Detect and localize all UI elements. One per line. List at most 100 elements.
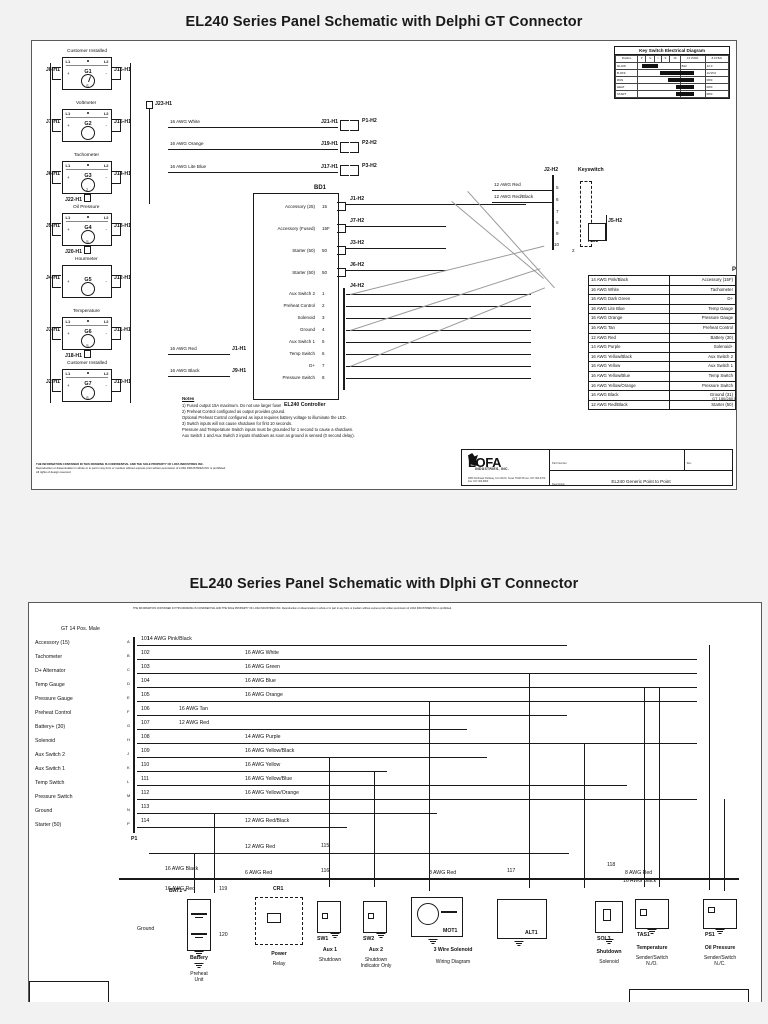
gt-pin-6: G (127, 723, 131, 728)
keyswitch-label: Keyswitch (578, 167, 604, 173)
key-th-0: Position (615, 55, 638, 63)
ps1-body (703, 899, 737, 929)
gauge-top-terminal-icon (87, 372, 89, 374)
controller-wire-1 (346, 226, 446, 227)
wire-label-8: 16 AWG Yellow/Black (245, 748, 295, 754)
cr1-coil-icon (267, 913, 281, 923)
notes-heading: Notes (182, 396, 195, 401)
node-num-5: 120 (219, 932, 228, 938)
connector-bracket-icon (52, 67, 61, 80)
keyswitch-conn-label: J2-H2 (544, 167, 559, 173)
gauge-divider (66, 117, 108, 118)
gauge-right-conn-g2: J15-H1 (114, 119, 132, 125)
controller-bus-sig-1: Preheat Control (283, 303, 315, 308)
controller-pin-num-1: 15F (322, 226, 330, 231)
controller-bus-num-5: 6 (322, 351, 325, 356)
gauge-pin-l2: L2 (103, 371, 109, 376)
p4-sig-5: Preheat Control (669, 322, 736, 334)
ps1-sub: Sender/Switch N./C. (703, 955, 737, 968)
connector-bracket-icon (52, 171, 61, 184)
bat1-plate-icon (191, 933, 207, 935)
gt-sig-12: Ground (35, 808, 53, 814)
brand-name: LOFA (468, 455, 502, 470)
controller-pin-sig-2: Starter (50) (292, 248, 315, 253)
field-key: Part Number (552, 462, 567, 465)
brand-subtitle: INDUSTRIES, INC. (475, 467, 509, 471)
controller-conn-1: J7-H2 (350, 218, 365, 224)
field-value: EL240 Generic Point to Point (611, 479, 671, 485)
harness-route (467, 191, 555, 289)
p4-sig-8: Aux Switch 2 (669, 351, 736, 363)
bat1-plate-icon (191, 913, 207, 915)
gt-pin-1: B (127, 653, 130, 658)
gauge-caption-g7: Customer Installed (67, 361, 107, 366)
key-pos-0: GLOW (615, 62, 638, 70)
controller-bus-conn: J4-H2 (350, 283, 365, 289)
controller-bus-sig-5: Temp Switch (289, 351, 315, 356)
p4-wire-11: 16 AWG Yellow/Orange (587, 380, 671, 392)
wire-label-17: 8 AWG Red (429, 870, 457, 876)
sw1-label: SW1 (317, 936, 329, 942)
connector-bracket-icon (52, 223, 61, 236)
sol3-caption: Shutdown (596, 949, 622, 955)
gt-num-1: 102 (141, 650, 150, 656)
p4-wire-9: 16 AWG Yellow (587, 361, 671, 372)
gauge-id: G3 (84, 173, 92, 179)
controller-bus-wire-7 (346, 378, 531, 379)
key-pos-2: RUN (615, 76, 638, 84)
power-rail-115 (149, 853, 569, 854)
key-table-header-row: Position P G I S 19 13 VORA 8.13 BAt (615, 55, 730, 63)
controller-bus-wire-2 (346, 318, 531, 319)
wire-label-14: 16 AWG Black (165, 866, 199, 872)
gauge-right-conn-g6: J11-H1 (114, 327, 131, 333)
gt-sig-2: D+ Alternator (35, 668, 66, 674)
gauge-divider (66, 169, 108, 170)
gt-num-11: 112 (141, 790, 150, 796)
controller-bus-sig-7: Pressure Switch (282, 375, 315, 380)
connector-bracket-icon (337, 202, 346, 211)
gauge-id: G5 (84, 277, 92, 283)
node-num-3: 118 (607, 862, 616, 868)
panel-wire-from-0: J21-H1 (320, 119, 338, 125)
controller-name: BD1 (314, 185, 327, 191)
gauge-top-terminal-icon (87, 216, 89, 218)
tas1-label: TAS1 (637, 932, 650, 938)
gt-wire-1 (137, 659, 697, 660)
table-row: Part Number Rev (550, 450, 732, 471)
connector-bracket-icon (350, 120, 359, 131)
gt-wire-9 (137, 771, 387, 772)
controller-bus-num-3: 4 (322, 327, 325, 332)
gt-pin-7: H (127, 737, 130, 742)
drop-wire-sw2 (374, 771, 375, 887)
gt-num-13: 114 (141, 818, 150, 824)
gt-pin-2: C (127, 667, 130, 672)
key-pos-4: START (615, 90, 638, 98)
gauge-minus: - (105, 175, 107, 180)
gauge-caption-g2: Voltmeter (76, 101, 97, 106)
gauge-minus: - (105, 383, 107, 388)
bottom-legend-box (29, 981, 109, 1002)
key-table-title: Key Switch Electrical Diagram (615, 47, 729, 55)
notes-line-0: 1) Fused output 15A maximum. Do not use … (182, 402, 282, 408)
gauge-divider (66, 325, 108, 326)
keyswitch-wire-line-1 (492, 202, 554, 203)
controller-bus-wire-0 (346, 294, 531, 295)
wire-label-11: 16 AWG Yellow/Orange (245, 790, 300, 796)
gt-sig-7: Solenoid (35, 738, 56, 744)
gt-pin-5: F (127, 709, 130, 714)
gauge-dial-icon (81, 386, 95, 400)
keyswitch-wire-0: 12 AWG Red (494, 182, 521, 187)
p4-sig-9: Aux Switch 1 (669, 361, 736, 372)
key-pos-3: HEAT (615, 83, 638, 91)
key-th-6: 13 VORA (679, 55, 706, 63)
bus-label-p1: P1 (131, 836, 138, 842)
keyswitch-pin-0: 5 (556, 185, 559, 190)
connector-bracket-icon (112, 171, 121, 184)
gt-num-12: 113 (141, 804, 150, 810)
controller-pin-sig-3: Starter (50) (292, 270, 315, 275)
p4-wire-0: 14 AWG Pink/Black (587, 275, 671, 286)
controller-conn-3: J6-H2 (350, 262, 365, 268)
